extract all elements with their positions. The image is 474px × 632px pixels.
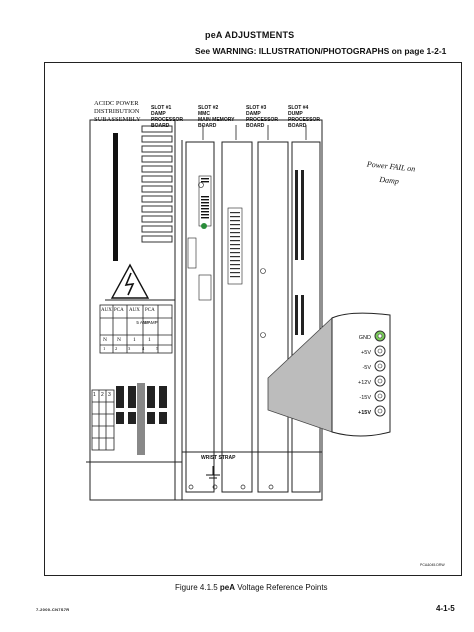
warning-line: See WARNING: ILLUSTRATION/PHOTOGRAPHS on…: [195, 46, 447, 56]
slot-1-components: [187, 175, 212, 301]
figure-frame: [44, 62, 462, 576]
breaker-amp-2: 5 AMP: [144, 320, 158, 325]
slot-3-board: [257, 141, 289, 493]
breaker-amp-1: 5 AMP: [136, 320, 150, 325]
drawing-id: PCA&045.DRW: [420, 563, 445, 567]
vent-slots: [141, 125, 173, 243]
breaker-switches: [116, 386, 167, 424]
test-point-panel: [331, 312, 391, 437]
hazard-warning-icon: [110, 263, 150, 299]
slot-3-components: [260, 268, 266, 338]
slot-1-pins: [201, 178, 209, 219]
slot-1-test-led-icon: [201, 223, 207, 229]
wrist-strap-holes: [188, 484, 274, 490]
slot-4-board: [291, 141, 321, 493]
ground-icon: [206, 466, 220, 479]
test-point-labels: GND +5V -5V +12V -15V +15V: [358, 335, 371, 416]
slot-2-board: [221, 141, 253, 493]
handwritten-note: Power FAIL on Damp: [366, 159, 416, 186]
figure-caption: Figure 4.1.5 peA Voltage Reference Point…: [175, 583, 328, 592]
slot-leaders: [202, 125, 307, 140]
slot-4-connector: [295, 170, 304, 335]
test-point-callout: [267, 317, 333, 433]
power-bar: [113, 133, 118, 261]
fuse-block: [91, 389, 115, 451]
chassis-outline: [89, 119, 323, 501]
slot-2-components: [227, 207, 243, 285]
document-number: 7-2000-CN7S7R: [36, 607, 70, 612]
breaker-table: [99, 304, 173, 354]
slot-1-board: [185, 141, 215, 493]
page-number: 4-1-5: [436, 604, 455, 613]
breaker-switch-hatching: [137, 383, 145, 455]
wrist-strap-label: WRIST STRAP: [201, 455, 236, 461]
power-distribution-label: ACIDC POWER DISTRIBUTION SUBASSEMBLY: [94, 100, 141, 123]
test-point-jacks: [374, 330, 386, 417]
slot-2-connector-pins: [230, 212, 240, 278]
page-title: peA ADJUSTMENTS: [205, 30, 295, 40]
wrist-strap-panel: [181, 451, 323, 501]
